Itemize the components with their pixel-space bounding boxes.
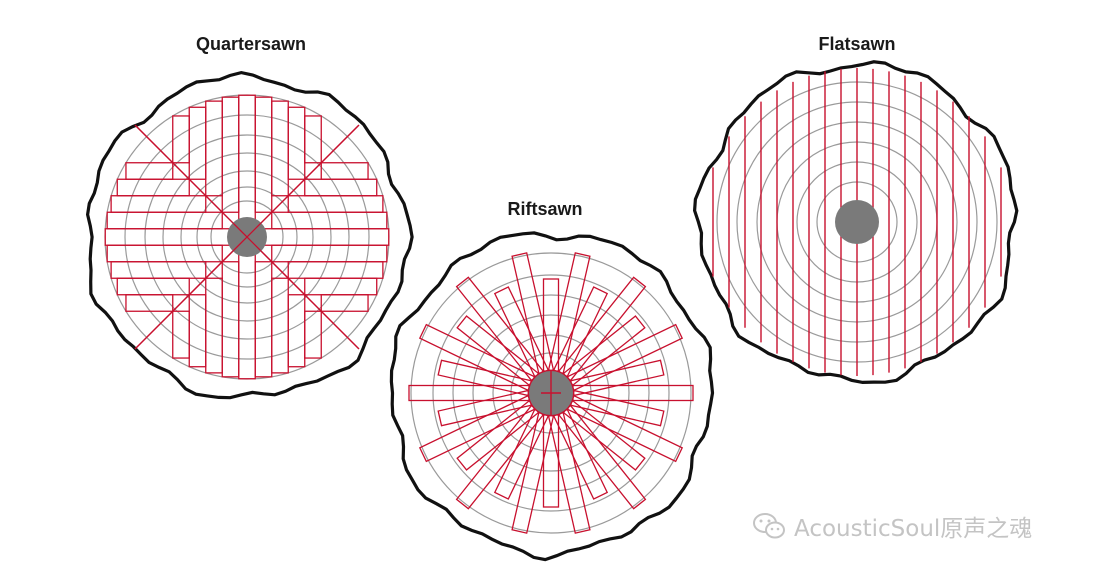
flatsawn-title: Flatsawn	[818, 34, 896, 54]
flatsawn-log-diagram	[692, 60, 1019, 385]
board	[304, 115, 322, 164]
growth-ring	[210, 200, 284, 274]
board	[320, 294, 369, 312]
board	[125, 294, 174, 312]
growth-ring	[432, 274, 670, 512]
growth-ring	[492, 334, 610, 452]
quartersawn-log-diagram	[85, 70, 414, 400]
wechat-icon	[753, 513, 785, 539]
growth-ring	[144, 134, 350, 340]
radial-board	[570, 359, 665, 397]
board	[570, 359, 665, 397]
growth-ring	[162, 152, 332, 322]
riftsawn-title: Riftsawn	[507, 199, 583, 219]
growth-ring	[510, 352, 592, 434]
growth-ring	[124, 114, 370, 360]
growth-ring	[452, 294, 650, 492]
growth-ring	[472, 314, 630, 472]
growth-ring	[410, 252, 692, 534]
watermark-text: AcousticSoul原声之魂	[794, 516, 1033, 542]
growth-rings	[410, 252, 692, 534]
pith	[835, 200, 879, 244]
riftsawn-boards	[408, 252, 694, 534]
quartersawn-title: Quartersawn	[195, 34, 307, 54]
riftsawn-log-diagram	[389, 231, 715, 562]
board	[304, 310, 322, 359]
watermark: AcousticSoul原声之魂	[752, 509, 1032, 543]
growth-ring	[180, 170, 314, 304]
growth-ring	[196, 186, 298, 288]
pith-cut	[232, 222, 262, 252]
